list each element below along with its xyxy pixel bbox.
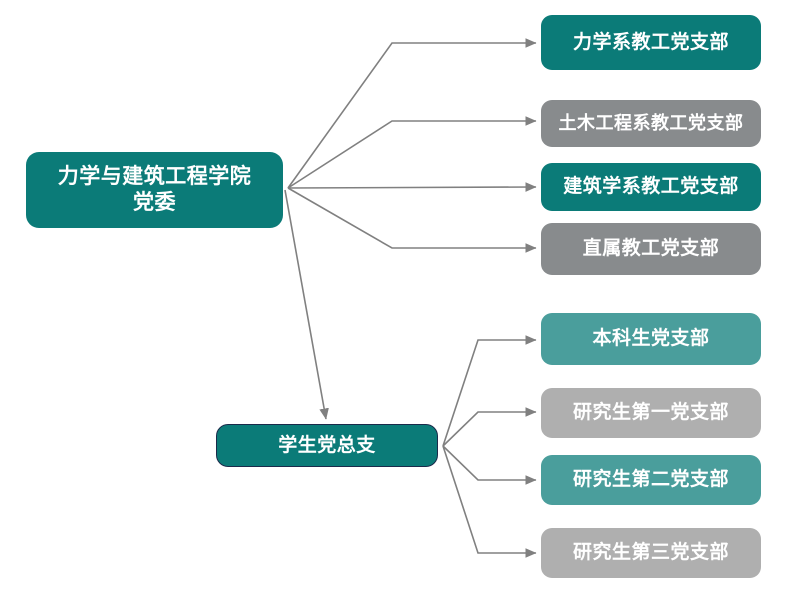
node-label: 本科生党支部: [592, 328, 710, 350]
edge-hub-to-undergraduate: [442, 335, 537, 447]
edge-root-to-architecture-faculty: [287, 182, 537, 192]
node-label: 学生党总支: [278, 434, 376, 456]
node-label: 研究生第二党支部: [572, 469, 729, 491]
node-label-stack: 力学与建筑工程学院 党委: [58, 164, 252, 215]
node-civil-engineering-faculty-branch[interactable]: 土木工程系教工党支部: [541, 100, 761, 147]
node-graduate-second-branch[interactable]: 研究生第二党支部: [541, 455, 761, 505]
node-mechanics-faculty-branch[interactable]: 力学系教工党支部: [541, 15, 761, 70]
node-label: 建筑学系教工党支部: [563, 176, 739, 198]
node-direct-faculty-branch[interactable]: 直属教工党支部: [541, 223, 761, 275]
node-label: 力学系教工党支部: [572, 31, 729, 53]
node-architecture-faculty-branch[interactable]: 建筑学系教工党支部: [541, 163, 761, 211]
node-label: 直属教工党支部: [582, 238, 720, 260]
node-label: 研究生第三党支部: [572, 542, 729, 564]
edge-root-to-civil-faculty: [287, 116, 537, 189]
edge-hub-to-graduate-third: [442, 445, 537, 558]
node-label-line1: 力学与建筑工程学院: [57, 165, 252, 189]
edge-root-to-mechanics-faculty: [287, 38, 537, 189]
node-graduate-first-branch[interactable]: 研究生第一党支部: [541, 388, 761, 438]
node-label: 研究生第一党支部: [572, 402, 729, 424]
edge-hub-to-graduate-first: [442, 407, 537, 447]
node-college-party-committee[interactable]: 力学与建筑工程学院 党委: [26, 152, 283, 228]
edge-hub-to-graduate-second: [442, 445, 537, 485]
edge-root-to-student-hub: [284, 189, 329, 420]
edge-root-to-direct-faculty: [287, 187, 537, 253]
node-label: 土木工程系教工党支部: [558, 112, 744, 133]
node-label-line2: 党委: [133, 191, 176, 214]
node-undergraduate-branch[interactable]: 本科生党支部: [541, 313, 761, 365]
node-student-general-branch[interactable]: 学生党总支: [216, 424, 438, 467]
node-graduate-third-branch[interactable]: 研究生第三党支部: [541, 528, 761, 578]
